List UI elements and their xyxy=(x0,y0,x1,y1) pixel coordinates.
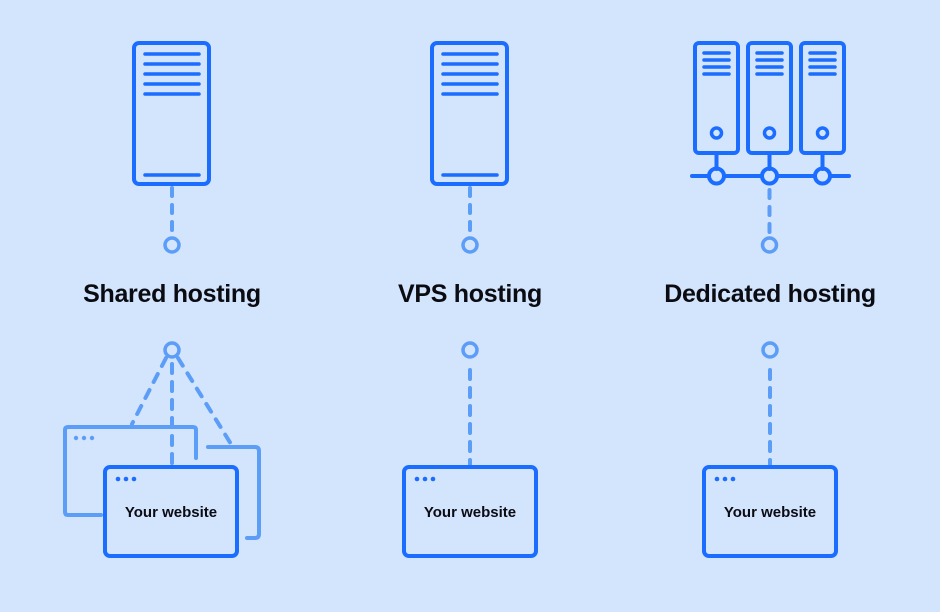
dedicated-website-label: Your website xyxy=(723,504,817,521)
dedicated-website-connector xyxy=(761,341,779,467)
vps-website-label: Your website xyxy=(423,504,517,521)
rack-unit-1 xyxy=(693,41,740,171)
vps-website-window xyxy=(402,465,538,558)
vps-server-icon xyxy=(430,41,509,186)
rack-network-bus xyxy=(690,166,851,186)
rack-unit-3 xyxy=(799,41,846,171)
shared-website-connector xyxy=(130,341,233,467)
shared-website-window xyxy=(103,465,239,558)
background-website-window-1 xyxy=(63,425,198,517)
background-website-window-2 xyxy=(206,445,261,540)
shared-server-icon xyxy=(132,41,211,186)
vps-hosting-title: VPS hosting xyxy=(398,280,542,308)
dedicated-hosting-title: Dedicated hosting xyxy=(664,280,876,308)
shared-hosting-title: Shared hosting xyxy=(83,280,261,308)
vps-server-connector xyxy=(461,186,479,254)
dedicated-server-rack-icon xyxy=(690,41,851,186)
dedicated-server-connector xyxy=(760,188,779,254)
vps-website-connector xyxy=(461,341,479,467)
dedicated-website-window xyxy=(702,465,838,558)
shared-server-connector xyxy=(163,186,181,254)
rack-unit-2 xyxy=(746,41,793,171)
shared-website-label: Your website xyxy=(124,504,218,521)
